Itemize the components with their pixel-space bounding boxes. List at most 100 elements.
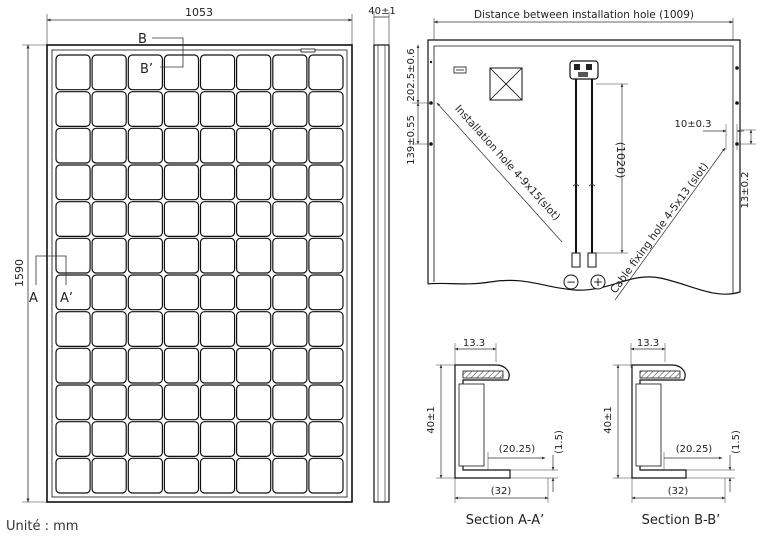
solar-cell [91, 201, 127, 237]
solar-cell [272, 54, 308, 91]
solar-cell [199, 274, 236, 311]
solar-cell [199, 421, 236, 458]
solar-cell [236, 457, 272, 494]
unit-note: Unité : mm [6, 519, 79, 534]
solar-cell [91, 127, 127, 164]
solar-cell [91, 237, 127, 274]
side-view: 40±1 [368, 6, 396, 503]
section-b-bottom-width: (32) [668, 486, 689, 497]
solar-cell [199, 237, 236, 274]
solar-cell [163, 457, 200, 494]
dim-139-label: 139±0.55 [406, 115, 417, 165]
front-width-label: 1053 [185, 6, 213, 19]
solar-cell [127, 127, 164, 164]
dim-10-label: 10±0.3 [674, 119, 711, 130]
solar-cell [236, 311, 272, 348]
section-b-height: 40±1 [603, 406, 614, 433]
solar-cell [91, 164, 127, 201]
solar-cell [127, 311, 164, 348]
solar-cell [91, 347, 127, 384]
section-a-inner-width: (20.25) [499, 444, 536, 455]
solar-cell [55, 457, 91, 494]
solar-cell [272, 384, 308, 421]
cell-grid [55, 54, 344, 494]
label-box-crossed [489, 67, 523, 101]
section-a-top-width: 13.3 [463, 338, 485, 349]
section-b-label: B [138, 32, 147, 47]
solar-cell [91, 421, 127, 458]
solar-cell [55, 421, 91, 458]
solar-cell [91, 274, 127, 311]
solar-cell [55, 311, 91, 348]
solar-cell [55, 164, 91, 201]
solar-cell [308, 54, 344, 91]
solar-cell [236, 201, 272, 237]
solar-cell [272, 457, 308, 494]
solar-cell [55, 274, 91, 311]
solar-cell [236, 164, 272, 201]
solar-cell [163, 54, 200, 91]
solar-cell [55, 127, 91, 164]
section-b-thickness: (1.5) [731, 430, 742, 454]
dim-13-label: 13±0.2 [740, 171, 751, 208]
solar-cell [55, 54, 91, 91]
output-cables [571, 79, 597, 268]
solar-cell [199, 347, 236, 384]
solar-cell [236, 347, 272, 384]
solar-cell [127, 347, 164, 384]
solar-cell [308, 421, 344, 458]
solar-cell [199, 127, 236, 164]
solar-cell [236, 54, 272, 91]
negative-symbol: − [566, 275, 576, 289]
section-a-prime-label: A’ [60, 291, 73, 306]
side-frame [373, 44, 390, 503]
solar-cell [199, 201, 236, 237]
solar-cell [308, 347, 344, 384]
solar-cell [272, 311, 308, 348]
solar-cell [308, 201, 344, 237]
solar-cell [163, 311, 200, 348]
solar-cell [127, 201, 164, 237]
solar-cell [236, 127, 272, 164]
section-a-caption: Section A-A’ [466, 513, 544, 528]
solar-cell [272, 274, 308, 311]
solar-cell [163, 347, 200, 384]
solar-cell [127, 91, 164, 127]
label-plate [300, 48, 316, 53]
solar-cell [308, 127, 344, 164]
back-frame [427, 39, 741, 295]
solar-cell [199, 457, 236, 494]
solar-cell [91, 311, 127, 348]
front-view: 1053 1590 B B’ A A’ [13, 6, 353, 503]
solar-cell [236, 421, 272, 458]
solar-cell [308, 311, 344, 348]
solar-cell [272, 237, 308, 274]
solar-cell [91, 457, 127, 494]
solar-cell [272, 421, 308, 458]
junction-box [569, 60, 599, 80]
solar-cell [91, 54, 127, 91]
solar-cell [272, 164, 308, 201]
solar-cell [55, 91, 91, 127]
solar-cell [55, 347, 91, 384]
solar-cell [127, 237, 164, 274]
solar-cell [163, 384, 200, 421]
solar-cell [127, 384, 164, 421]
dim-202-label: 202.5±0.6 [406, 49, 417, 102]
solar-cell [163, 91, 200, 127]
solar-cell [127, 421, 164, 458]
solar-cell [308, 237, 344, 274]
back-view: Distance between installation hole (1009… [406, 9, 756, 301]
solar-cell [91, 384, 127, 421]
solar-cell [272, 127, 308, 164]
section-a-label: A [29, 291, 38, 306]
solar-cell [55, 384, 91, 421]
section-marker-a: A A’ [29, 255, 73, 306]
solar-cell [163, 274, 200, 311]
section-b-top-width: 13.3 [637, 338, 659, 349]
solar-cell [55, 201, 91, 237]
section-a-bottom-width: (32) [491, 486, 512, 497]
section-a-view: 13.3 40±1 (20.25) (1.5) (32) Section A-A… [426, 338, 565, 528]
positive-symbol: + [593, 275, 603, 289]
